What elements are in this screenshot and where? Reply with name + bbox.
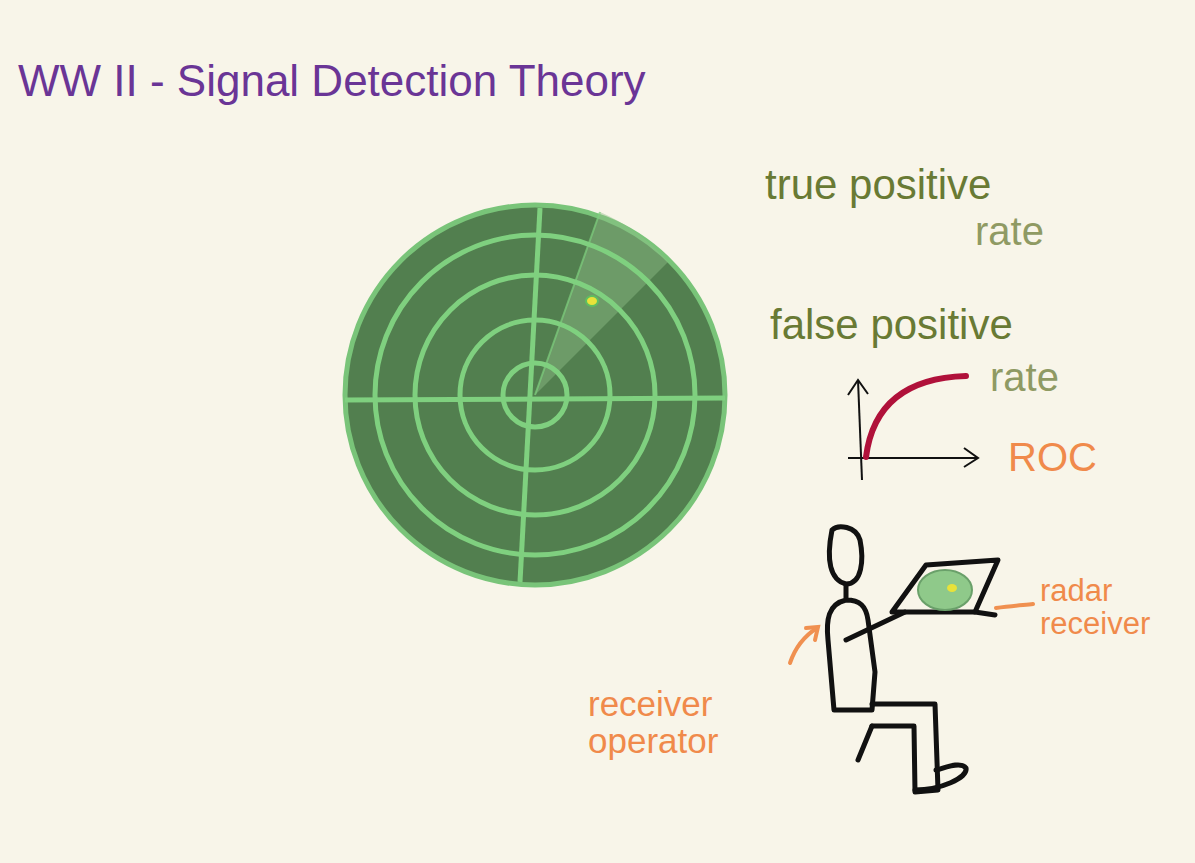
axis-term: rate [990, 356, 1059, 398]
part-name: receiver operator [588, 686, 803, 760]
part-name: radar receiver [1040, 575, 1188, 640]
title: WW II - Signal Detection Theory [18, 58, 646, 104]
radar-screen [345, 205, 725, 585]
axis-term: false positive [770, 303, 1013, 347]
laptop [892, 560, 998, 615]
axis-term: rate [975, 210, 1044, 252]
leader-lines [790, 604, 1033, 663]
stick-figure [827, 527, 966, 792]
chart-name: ROC [1008, 436, 1097, 478]
axis-term: true positive [765, 163, 991, 207]
roc-chart [848, 376, 978, 480]
